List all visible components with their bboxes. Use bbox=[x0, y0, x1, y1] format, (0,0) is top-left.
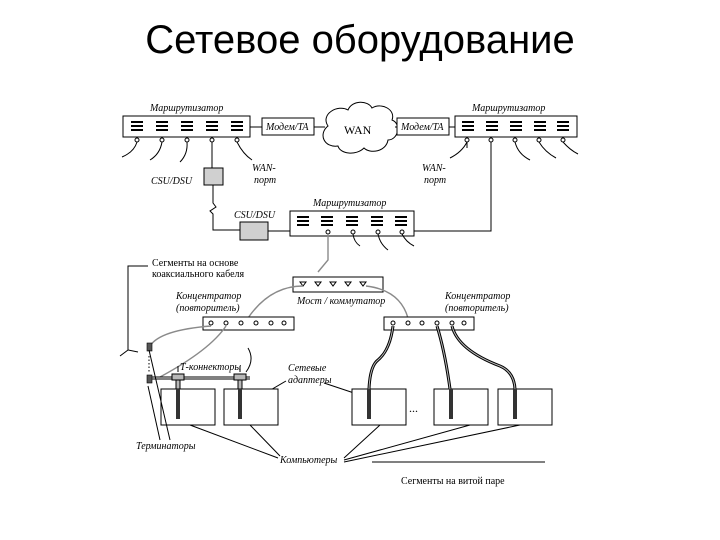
hub-right-label-1: Концентратор bbox=[444, 291, 510, 302]
t-connectors-label: Т-коннекторы bbox=[180, 362, 241, 373]
wan-port-right-1: WAN- bbox=[422, 163, 446, 174]
computer-1 bbox=[160, 388, 216, 426]
hub-right-label-2: (повторитель) bbox=[445, 303, 509, 314]
router-left-label: Маршрутизатор bbox=[149, 103, 223, 114]
slide-title: Сетевое оборудование bbox=[145, 18, 575, 62]
terminator-top bbox=[146, 342, 153, 352]
modem-left-label: Модем/TA bbox=[265, 122, 309, 133]
computer-3 bbox=[351, 388, 407, 426]
hub-left bbox=[202, 316, 295, 331]
router-left bbox=[121, 115, 253, 163]
hub-left-label-2: (повторитель) bbox=[176, 303, 240, 314]
t-connector-2 bbox=[233, 373, 247, 391]
wan-port-right-2: порт bbox=[424, 175, 446, 186]
csudsu-left-label: CSU/DSU bbox=[151, 176, 193, 187]
computers-ellipsis: ... bbox=[409, 401, 418, 415]
wan-label: WAN bbox=[344, 123, 372, 137]
router-center bbox=[289, 210, 415, 251]
hub-right bbox=[383, 316, 475, 331]
computer-5 bbox=[497, 388, 553, 426]
bridge-label: Мост / коммутатор bbox=[296, 296, 385, 307]
csudsu-center-label: CSU/DSU bbox=[234, 210, 276, 221]
hub-left-label-1: Концентратор bbox=[175, 291, 241, 302]
terminator-bottom bbox=[146, 374, 153, 384]
bridge-switch bbox=[292, 276, 384, 293]
terminators-label: Терминаторы bbox=[136, 441, 196, 452]
adapters-label-2: адаптеры bbox=[288, 375, 332, 386]
computer-4 bbox=[433, 388, 489, 426]
coax-label-2: коаксиального кабеля bbox=[152, 269, 245, 280]
coax-label-1: Сегменты на основе bbox=[152, 258, 239, 269]
csudsu-center bbox=[239, 221, 269, 241]
wan-port-left-2: порт bbox=[254, 175, 276, 186]
t-connector-1 bbox=[171, 373, 185, 391]
csudsu-left bbox=[203, 167, 224, 186]
wan-port-left-1: WAN- bbox=[252, 163, 276, 174]
adapters-label-1: Сетевые bbox=[288, 363, 327, 374]
modem-right-label: Модем/TA bbox=[400, 122, 444, 133]
router-right bbox=[449, 115, 579, 161]
router-center-label: Маршрутизатор bbox=[312, 198, 386, 209]
computer-2 bbox=[223, 388, 279, 426]
router-right-label: Маршрутизатор bbox=[471, 103, 545, 114]
computers-label: Компьютеры bbox=[279, 455, 338, 466]
twisted-pair-label: Сегменты на витой паре bbox=[401, 476, 505, 487]
